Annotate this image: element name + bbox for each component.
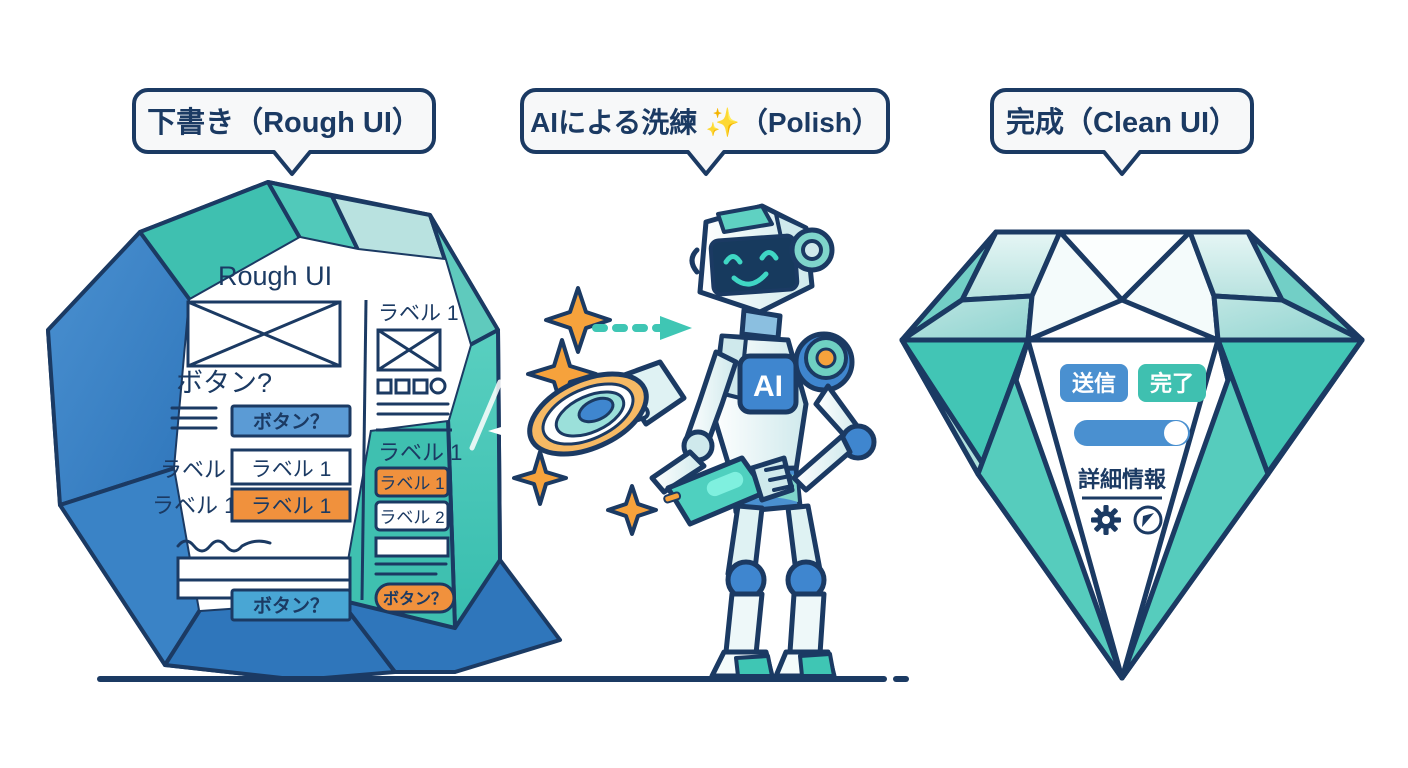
callout-rough-label: 下書き（Rough UI） [147, 106, 421, 139]
compass-icon[interactable] [1133, 505, 1163, 535]
rough-lines-right-2 [374, 562, 448, 576]
callout-clean: 完成（Clean UI） [990, 88, 1254, 176]
rough-button-primary-label: ボタン？ [253, 411, 329, 433]
callout-clean-label: 完成（Clean UI） [1006, 105, 1238, 139]
robot-legs [709, 503, 837, 679]
sparkle-icon [606, 484, 658, 536]
rough-lines-right [376, 402, 450, 416]
rough-panel-content: Rough UI ボタン? ボタン？ ラベル ラベル 1 ラベル 1 [152, 261, 462, 622]
rough-field2-label: ラベル 1 [152, 493, 236, 518]
rough-button-pill-label: ボタン？ [383, 590, 447, 608]
rough-chip-inactive[interactable]: ラベル 2 [374, 500, 450, 532]
rough-squiggle [176, 539, 272, 553]
rough-box-right[interactable] [374, 536, 450, 558]
callout-rough: 下書き（Rough UI） [132, 88, 436, 176]
rough-heading: Rough UI [218, 261, 332, 291]
robot-left-arm [649, 349, 739, 495]
clean-panel-content: 送信 完了 詳細情報 [1060, 364, 1206, 535]
robot-ai-badge-label: AI [753, 370, 783, 403]
clean-button-submit[interactable]: 送信 [1060, 364, 1128, 402]
rough-chip-inactive-label: ラベル 2 [379, 508, 444, 527]
rough-chip-active-label: ラベル 1 [379, 474, 444, 493]
clean-button-done[interactable]: 完了 [1138, 364, 1206, 402]
clean-button-submit-label: 送信 [1072, 371, 1116, 396]
rough-right-heading: ラベル 1 [378, 302, 459, 325]
clean-diamond [899, 229, 1365, 681]
rough-lines-left [170, 406, 218, 430]
rough-button-pill[interactable]: ボタン？ [374, 582, 456, 614]
clean-button-done-label: 完了 [1150, 371, 1194, 396]
clean-section-label: 詳細情報 [1078, 467, 1167, 492]
rough-chip-active[interactable]: ラベル 1 [374, 466, 450, 498]
sparkle-icon [512, 450, 568, 506]
rough-field1-label: ラベル [160, 457, 226, 482]
rough-right-section-heading: ラベル 1 [378, 440, 462, 465]
robot-ai-badge [737, 353, 799, 415]
sparkle-white-icon [488, 400, 548, 462]
rough-subheading: ボタン? [176, 368, 272, 398]
robot-right-shoulder [793, 331, 855, 393]
rough-button-primary[interactable]: ボタン？ [230, 404, 352, 438]
rough-button-secondary[interactable]: ボタン？ [230, 588, 352, 622]
rough-field1-value: ラベル 1 [251, 458, 332, 481]
robot: AI [527, 203, 877, 679]
rough-button-secondary-label: ボタン？ [253, 595, 329, 617]
rough-column-divider [360, 299, 368, 601]
dashed-arrow-icon [592, 316, 692, 340]
sparkle-icon [544, 286, 612, 354]
callout-polish: AIによる洗練 ✨（Polish） [520, 88, 890, 176]
rough-image-placeholder-right [376, 328, 442, 372]
rough-field2-value: ラベル 1 [251, 495, 332, 518]
robot-status-light [815, 347, 837, 369]
robot-right-arm [791, 383, 877, 493]
rough-icon-row [376, 377, 447, 395]
rough-image-placeholder-left [186, 300, 342, 368]
rough-field2-chip[interactable]: ラベル 1 [230, 487, 352, 523]
robot-neck [739, 307, 783, 341]
gear-icon[interactable] [1091, 505, 1121, 535]
callout-polish-label: AIによる洗練 ✨（Polish） [530, 106, 880, 138]
robot-head [689, 203, 835, 315]
rough-field1-input[interactable]: ラベル 1 [230, 448, 352, 486]
robot-face-screen [708, 233, 800, 297]
clean-toggle[interactable] [1074, 420, 1190, 446]
polisher-tool [527, 359, 795, 527]
